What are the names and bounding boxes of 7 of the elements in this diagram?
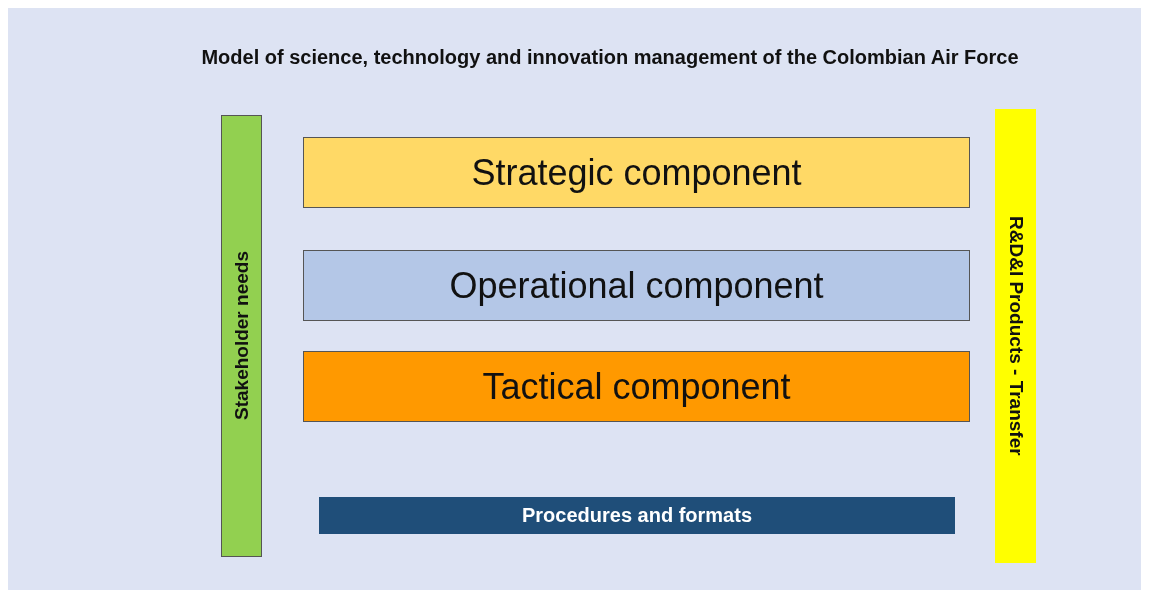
component-box: Operational component	[303, 250, 970, 321]
diagram-title: Model of science, technology and innovation management of the Colombian Air Force	[200, 46, 1020, 69]
component-box: Strategic component	[303, 137, 970, 208]
component-box: Tactical component	[303, 351, 970, 422]
vertical-bar: R&D&I Products - Transfer	[995, 109, 1036, 563]
banner-bar: Procedures and formats	[319, 497, 955, 534]
vertical-bar: Stakeholder needs	[221, 115, 262, 557]
